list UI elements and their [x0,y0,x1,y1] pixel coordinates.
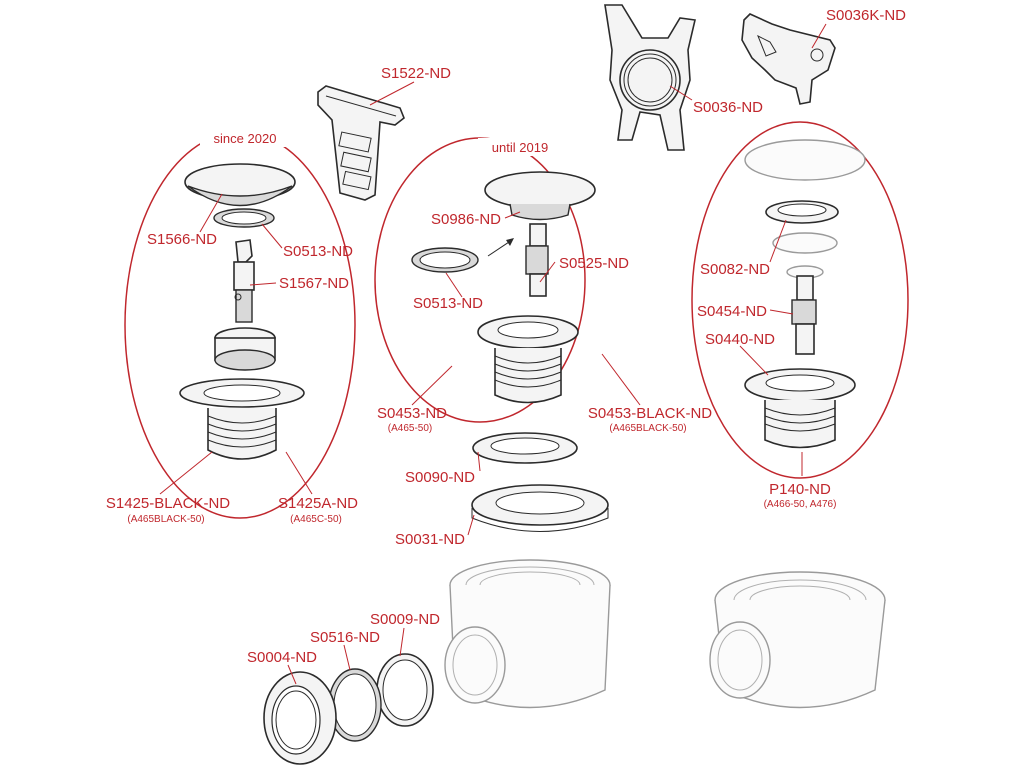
leader-s0513-middle [445,272,463,298]
label-s0516: S0516-ND [310,629,380,646]
group-title-until-2019: until 2019 [492,140,548,155]
label-p140-code: (A466-50, A476) [764,499,837,510]
label-s0453-code: (A465-50) [388,423,432,434]
p140-cap-part [744,139,866,181]
leader-s0454 [769,309,794,315]
s0986-cap-part [484,171,596,221]
label-s0453-black: S0453-BLACK-ND [588,405,712,422]
label-s0513-left: S0513-ND [283,243,353,260]
group-title-since-2020: since 2020 [214,131,277,146]
s0516-ring-part [328,668,382,742]
label-s0082: S0082-ND [700,261,770,278]
group-outline-p140 [691,121,909,479]
group-title-mask [200,129,290,147]
leader-s0986 [504,211,521,219]
s0454-stem-part [786,265,824,355]
label-s0453: S0453-ND [377,405,447,422]
s0513-seal-left-part [213,208,275,228]
s0453-flange-part [477,315,579,404]
leader-s1522 [369,81,415,106]
label-s0009: S0009-ND [370,611,440,628]
label-s1425a-code: (A465C-50) [290,514,342,525]
assembly-arrow-head [506,238,514,246]
label-s0036: S0036-ND [693,99,763,116]
drain-body-main-part [444,559,611,709]
leader-s1566 [199,193,223,233]
s0004-nut-part [263,671,337,765]
label-s1425a: S1425A-ND [278,495,358,512]
label-s1522: S1522-ND [381,65,451,82]
s1567-nut-part [214,327,276,371]
leader-s0009 [399,627,405,657]
leader-s0036k [811,23,827,49]
label-s0525: S0525-ND [559,255,629,272]
s1522-key-part [317,85,405,201]
label-s0453-black-code: (A465BLACK-50) [609,423,686,434]
label-s0986: S0986-ND [431,211,501,228]
s0009-ring-part [376,653,434,727]
s0031-gasket-part [471,484,609,532]
s0036k-wrench-part [741,13,836,105]
label-s1567: S1567-ND [279,275,349,292]
leader-s0453 [411,365,453,406]
label-s0513-middle: S0513-ND [413,295,483,312]
group-title-mask [478,138,563,156]
s1425-flange-part [179,378,305,460]
leader-s1425-black [159,451,213,495]
label-s1425-black: S1425-BLACK-ND [106,495,230,512]
leader-s0004 [287,664,297,685]
s1566-cap-part [184,163,296,207]
leader-s0090 [477,451,481,472]
leader-s0036 [669,85,693,101]
s0036-wrench-part [604,4,696,151]
leader-s0525 [539,261,556,283]
leader-s0513-left [261,223,283,249]
label-s0031: S0031-ND [395,531,465,548]
leader-s0082 [769,219,787,263]
leader-s0031 [467,514,475,536]
s0525-stem-part [525,223,549,297]
s0082-seal-part [765,200,839,254]
label-s0090: S0090-ND [405,469,475,486]
label-s0440: S0440-ND [705,331,775,348]
label-s0454: S0454-ND [697,303,767,320]
leader-s0516 [343,644,351,671]
s1567-stem-part [233,239,255,323]
drain-body-second-part [709,571,886,709]
p140-flange-part [744,368,856,449]
label-s1425-black-code: (A465BLACK-50) [127,514,204,525]
s0513-seal-middle-part [411,247,479,273]
leader-s1567 [249,282,277,286]
leader-s0440 [739,345,769,376]
label-s0004: S0004-ND [247,649,317,666]
label-p140: P140-ND [769,481,831,498]
label-s1566: S1566-ND [147,231,217,248]
leader-s1425a [285,451,313,495]
s0090-washer-part [472,432,578,464]
leader-s0453-black [601,353,641,406]
label-s0036k: S0036K-ND [826,7,906,24]
